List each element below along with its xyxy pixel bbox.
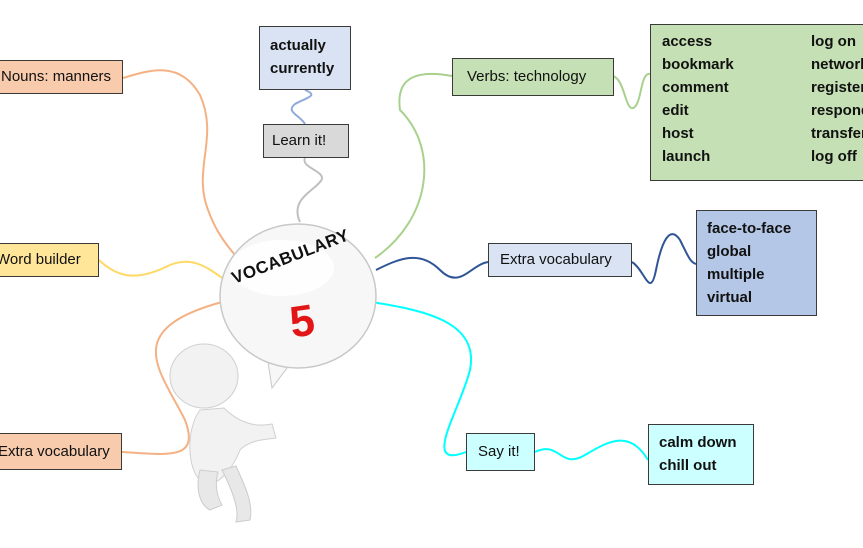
verb-word: access xyxy=(662,33,713,50)
connector-verbs xyxy=(374,72,453,259)
verb-word: transfer xyxy=(811,125,863,142)
learn-word-2: currently xyxy=(270,60,335,77)
verb-word: edit xyxy=(662,102,689,119)
verb-word: network xyxy=(811,56,863,73)
say-it-box: Say it! xyxy=(466,433,535,471)
word-builder-label: Word builder xyxy=(0,251,81,268)
extra-word: virtual xyxy=(707,289,753,306)
verb-word: launch xyxy=(662,148,711,165)
nouns-box: Nouns: manners xyxy=(0,60,123,94)
verbs-words-col2: log on network register respond transfer… xyxy=(811,30,863,168)
verb-word: register xyxy=(811,79,863,96)
connector-verbs-words xyxy=(612,73,651,109)
connector-say-it xyxy=(371,301,473,457)
say-word: calm down xyxy=(659,434,737,451)
verbs-words-box: access bookmark comment edit host launch… xyxy=(650,24,863,181)
connector-extra-right xyxy=(375,256,489,279)
say-it-label: Say it! xyxy=(478,443,520,460)
learn-it-box: Learn it! xyxy=(263,124,349,158)
extra-right-label: Extra vocabulary xyxy=(500,251,612,268)
verb-word: bookmark xyxy=(662,56,734,73)
extra-word: global xyxy=(707,243,752,260)
extra-word: multiple xyxy=(707,266,765,283)
learn-it-label: Learn it! xyxy=(272,132,327,149)
verbs-box: Verbs: technology xyxy=(452,58,614,96)
verbs-label: Verbs: technology xyxy=(467,68,587,85)
extra-left-label: Extra vocabulary xyxy=(0,442,110,460)
word-builder-box: Word builder xyxy=(0,243,99,277)
verb-word: log on xyxy=(811,33,856,50)
verb-word: log off xyxy=(811,148,857,165)
learn-it-words-box: actually currently xyxy=(259,26,351,90)
say-word: chill out xyxy=(659,457,717,474)
connector-extra-words xyxy=(631,233,697,285)
extra-words-box: face-to-face global multiple virtual xyxy=(696,210,817,316)
connector-learn-it xyxy=(296,157,324,223)
extra-left-box: Extra vocabulary xyxy=(0,433,122,470)
connector-nouns xyxy=(122,69,241,263)
learn-word-1: actually xyxy=(270,37,326,54)
speech-bubble xyxy=(219,223,377,390)
person-figure xyxy=(169,343,277,523)
verb-word: host xyxy=(662,125,694,142)
say-words-box: calm down chill out xyxy=(648,424,754,485)
verb-word: comment xyxy=(662,79,729,96)
verbs-words-col1: access bookmark comment edit host launch xyxy=(662,30,734,168)
connector-say-words xyxy=(534,439,649,461)
connector-learn-words xyxy=(290,89,313,125)
verb-word: respond xyxy=(811,102,863,119)
connector-extra-left xyxy=(121,301,223,455)
connector-word-builder xyxy=(98,259,229,283)
extra-word: face-to-face xyxy=(707,220,792,237)
extra-right-box: Extra vocabulary xyxy=(488,243,632,277)
nouns-label: Nouns: manners xyxy=(1,68,112,85)
